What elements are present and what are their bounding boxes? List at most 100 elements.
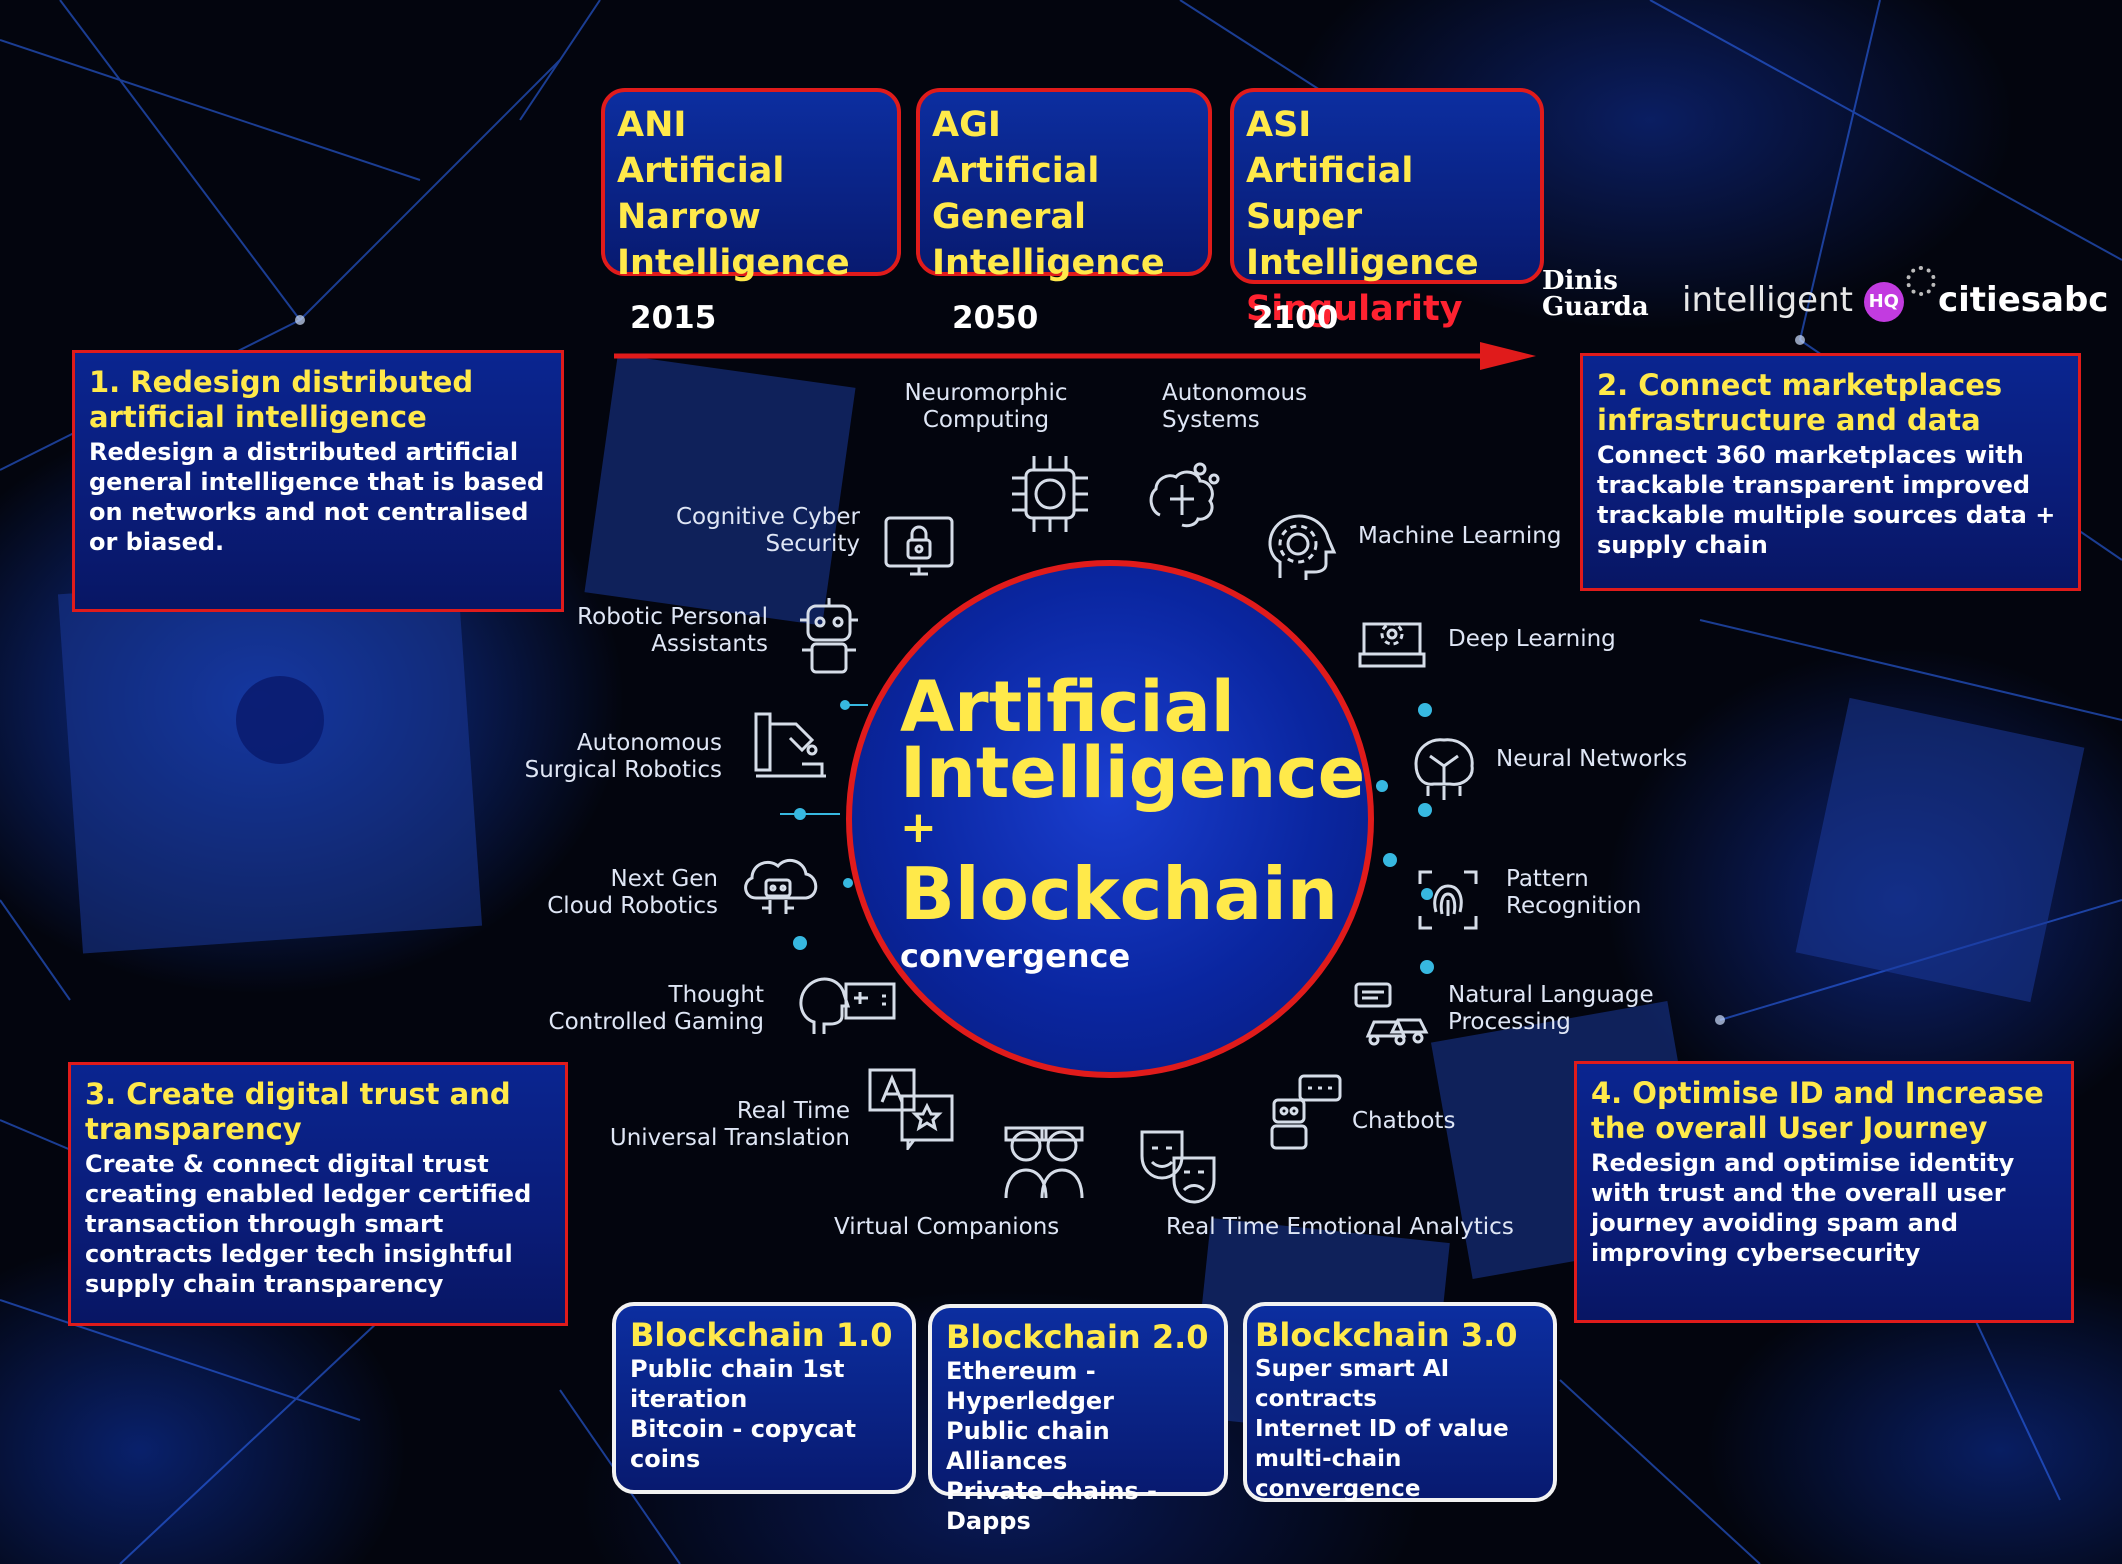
blockchain-line: coins [630, 1445, 701, 1473]
robot-assistant-icon [800, 598, 858, 674]
chip-brain-icon [1012, 456, 1088, 532]
blockchain-line: Private chains - Dapps [946, 1477, 1158, 1535]
topic-neural-networks: Neural Networks [1496, 746, 1688, 772]
center-title-line3: Blockchain [900, 852, 1339, 936]
timeline-arrow [614, 342, 1536, 370]
topic-line: Systems [1162, 407, 1260, 433]
topic-deep-learning: Deep Learning [1448, 626, 1616, 652]
topic-line: Universal Translation [609, 1125, 850, 1151]
logo-intelligent-hq: intelligent HQ [1682, 280, 1904, 322]
topic-line: Pattern [1506, 866, 1589, 892]
topic-line: Next Gen [610, 866, 718, 892]
blockchain-title: Blockchain 3.0 [1255, 1316, 1518, 1354]
topic-cloud-robotics: Next Gen Cloud Robotics [500, 866, 718, 920]
topic-line: Real Time [736, 1098, 850, 1124]
central-circle [846, 560, 1374, 1078]
topic-thought-gaming: Thought Controlled Gaming [520, 982, 764, 1036]
year-label-2015: 2015 [630, 300, 717, 336]
era-box-ani: ANI Artificial Narrow Intelligence [601, 88, 901, 283]
topic-pattern-recognition: Pattern Recognition [1506, 866, 1641, 920]
info-box-4: 4. Optimise ID and Increase the overall … [1574, 1061, 2074, 1323]
logo-text: citiesabc [1938, 280, 2109, 320]
blockchain-line: multi-chain convergence [1255, 1446, 1421, 1502]
topic-line: Autonomous [576, 730, 722, 756]
connector-dots [780, 700, 1434, 974]
blockchain-title: Blockchain 2.0 [946, 1318, 1209, 1356]
info-box-title: 4. Optimise ID and Increase the overall … [1591, 1076, 2044, 1145]
era-line: Artificial Super [1246, 151, 1414, 237]
era-line: Intelligence [932, 243, 1165, 283]
virtual-companions-icon [1004, 1126, 1084, 1199]
blockchain-box-1: Blockchain 1.0 Public chain 1st iteratio… [612, 1302, 916, 1494]
topic-line: Autonomous [1162, 380, 1308, 406]
topic-emotional-analytics: Real Time Emotional Analytics [1166, 1214, 1514, 1240]
topic-cyber-security: Cognitive Cyber Security [640, 504, 860, 558]
surgical-robot-icon [754, 712, 826, 778]
topic-chatbots: Chatbots [1352, 1108, 1456, 1134]
topic-line: Cloud Robotics [547, 893, 718, 919]
center-subtitle: convergence [900, 937, 1131, 975]
logo-line: Dinis [1542, 266, 1618, 296]
topic-line: Assistants [651, 631, 768, 657]
blockchain-box-3: Blockchain 3.0 Super smart AI contracts … [1243, 1302, 1557, 1502]
topic-translation: Real Time Universal Translation [560, 1098, 850, 1152]
brain-network-icon [1149, 462, 1220, 528]
blockchain-line: Bitcoin - copycat [630, 1415, 857, 1443]
book-gear-icon [1358, 622, 1426, 668]
blockchain-line: Super smart AI contracts [1255, 1356, 1450, 1412]
era-line: Artificial [617, 151, 785, 191]
era-line: Artificial [932, 151, 1100, 191]
blockchain-line: iteration [630, 1385, 748, 1413]
era-line: Intelligence [617, 243, 850, 283]
blockchain-line: Public chain 1st [630, 1355, 845, 1383]
gaming-head-icon [799, 977, 896, 1034]
era-abbr: AGI [932, 105, 1001, 145]
topic-autonomous-systems: Autonomous Systems [1162, 380, 1307, 434]
topic-line: Controlled Gaming [548, 1009, 764, 1035]
blockchain-box-2: Blockchain 2.0 Ethereum - Hyperledger Pu… [928, 1304, 1228, 1535]
fingerprint-icon [1418, 870, 1478, 930]
theatre-masks-icon [1140, 1130, 1216, 1204]
info-box-body: Connect 360 marketplaces with trackable … [1597, 441, 2056, 559]
topic-personal-assistants: Robotic Personal Assistants [540, 604, 768, 658]
logo-citiesabc: citiesabc [1906, 266, 2108, 320]
cloud-robotics-icon [744, 858, 818, 914]
topic-line: Surgical Robotics [524, 757, 722, 783]
topic-machine-learning: Machine Learning [1358, 523, 1562, 549]
translation-icon [868, 1068, 954, 1150]
info-box-body: Redesign a distributed artificial genera… [89, 438, 545, 556]
info-box-3: 3. Create digital trust and transparency… [68, 1062, 568, 1326]
topic-line: Natural Language [1448, 982, 1654, 1008]
logo-dinis-guarda: Dinis Guarda [1542, 268, 1649, 320]
blockchain-line: Ethereum - [946, 1357, 1096, 1385]
logo-text: intelligent [1682, 280, 1853, 320]
cyber-security-icon [884, 516, 954, 576]
logo-mark: HQ [1863, 281, 1904, 322]
era-line: Narrow [617, 197, 761, 237]
topic-line: Computing [922, 407, 1050, 433]
era-box-asi: ASI Artificial Super Intelligence Singul… [1230, 88, 1544, 329]
center-title-line2: Intelligence [900, 732, 1366, 814]
era-box-agi: AGI Artificial General Intelligence [916, 88, 1212, 283]
topic-nlp: Natural Language Processing [1448, 982, 1654, 1036]
center-plus: + [900, 802, 937, 853]
info-box-title: 2. Connect marketplaces infrastructure a… [1597, 368, 2003, 437]
chatbot-icon [1270, 1074, 1342, 1150]
blockchain-title: Blockchain 1.0 [630, 1316, 893, 1354]
topic-virtual-companions: Virtual Companions [834, 1214, 1060, 1240]
era-abbr: ASI [1246, 105, 1312, 145]
info-box-1: 1. Redesign distributed artificial intel… [72, 350, 564, 612]
topic-line: Cognitive Cyber [675, 504, 860, 530]
info-box-title: 1. Redesign distributed artificial intel… [89, 365, 474, 434]
brain-icon [1414, 738, 1474, 800]
gear-head-icon [1268, 514, 1337, 580]
info-box-body: Create & connect digital trust creating … [85, 1150, 532, 1298]
chat-cars-icon [1354, 982, 1429, 1046]
topic-line: Robotic Personal [577, 604, 768, 630]
blockchain-line: Hyperledger [946, 1387, 1114, 1415]
era-line: General [932, 197, 1086, 237]
blockchain-line: Internet ID of value [1255, 1416, 1509, 1442]
topic-line: Thought [668, 982, 764, 1008]
logo-line: Guarda [1542, 292, 1649, 322]
